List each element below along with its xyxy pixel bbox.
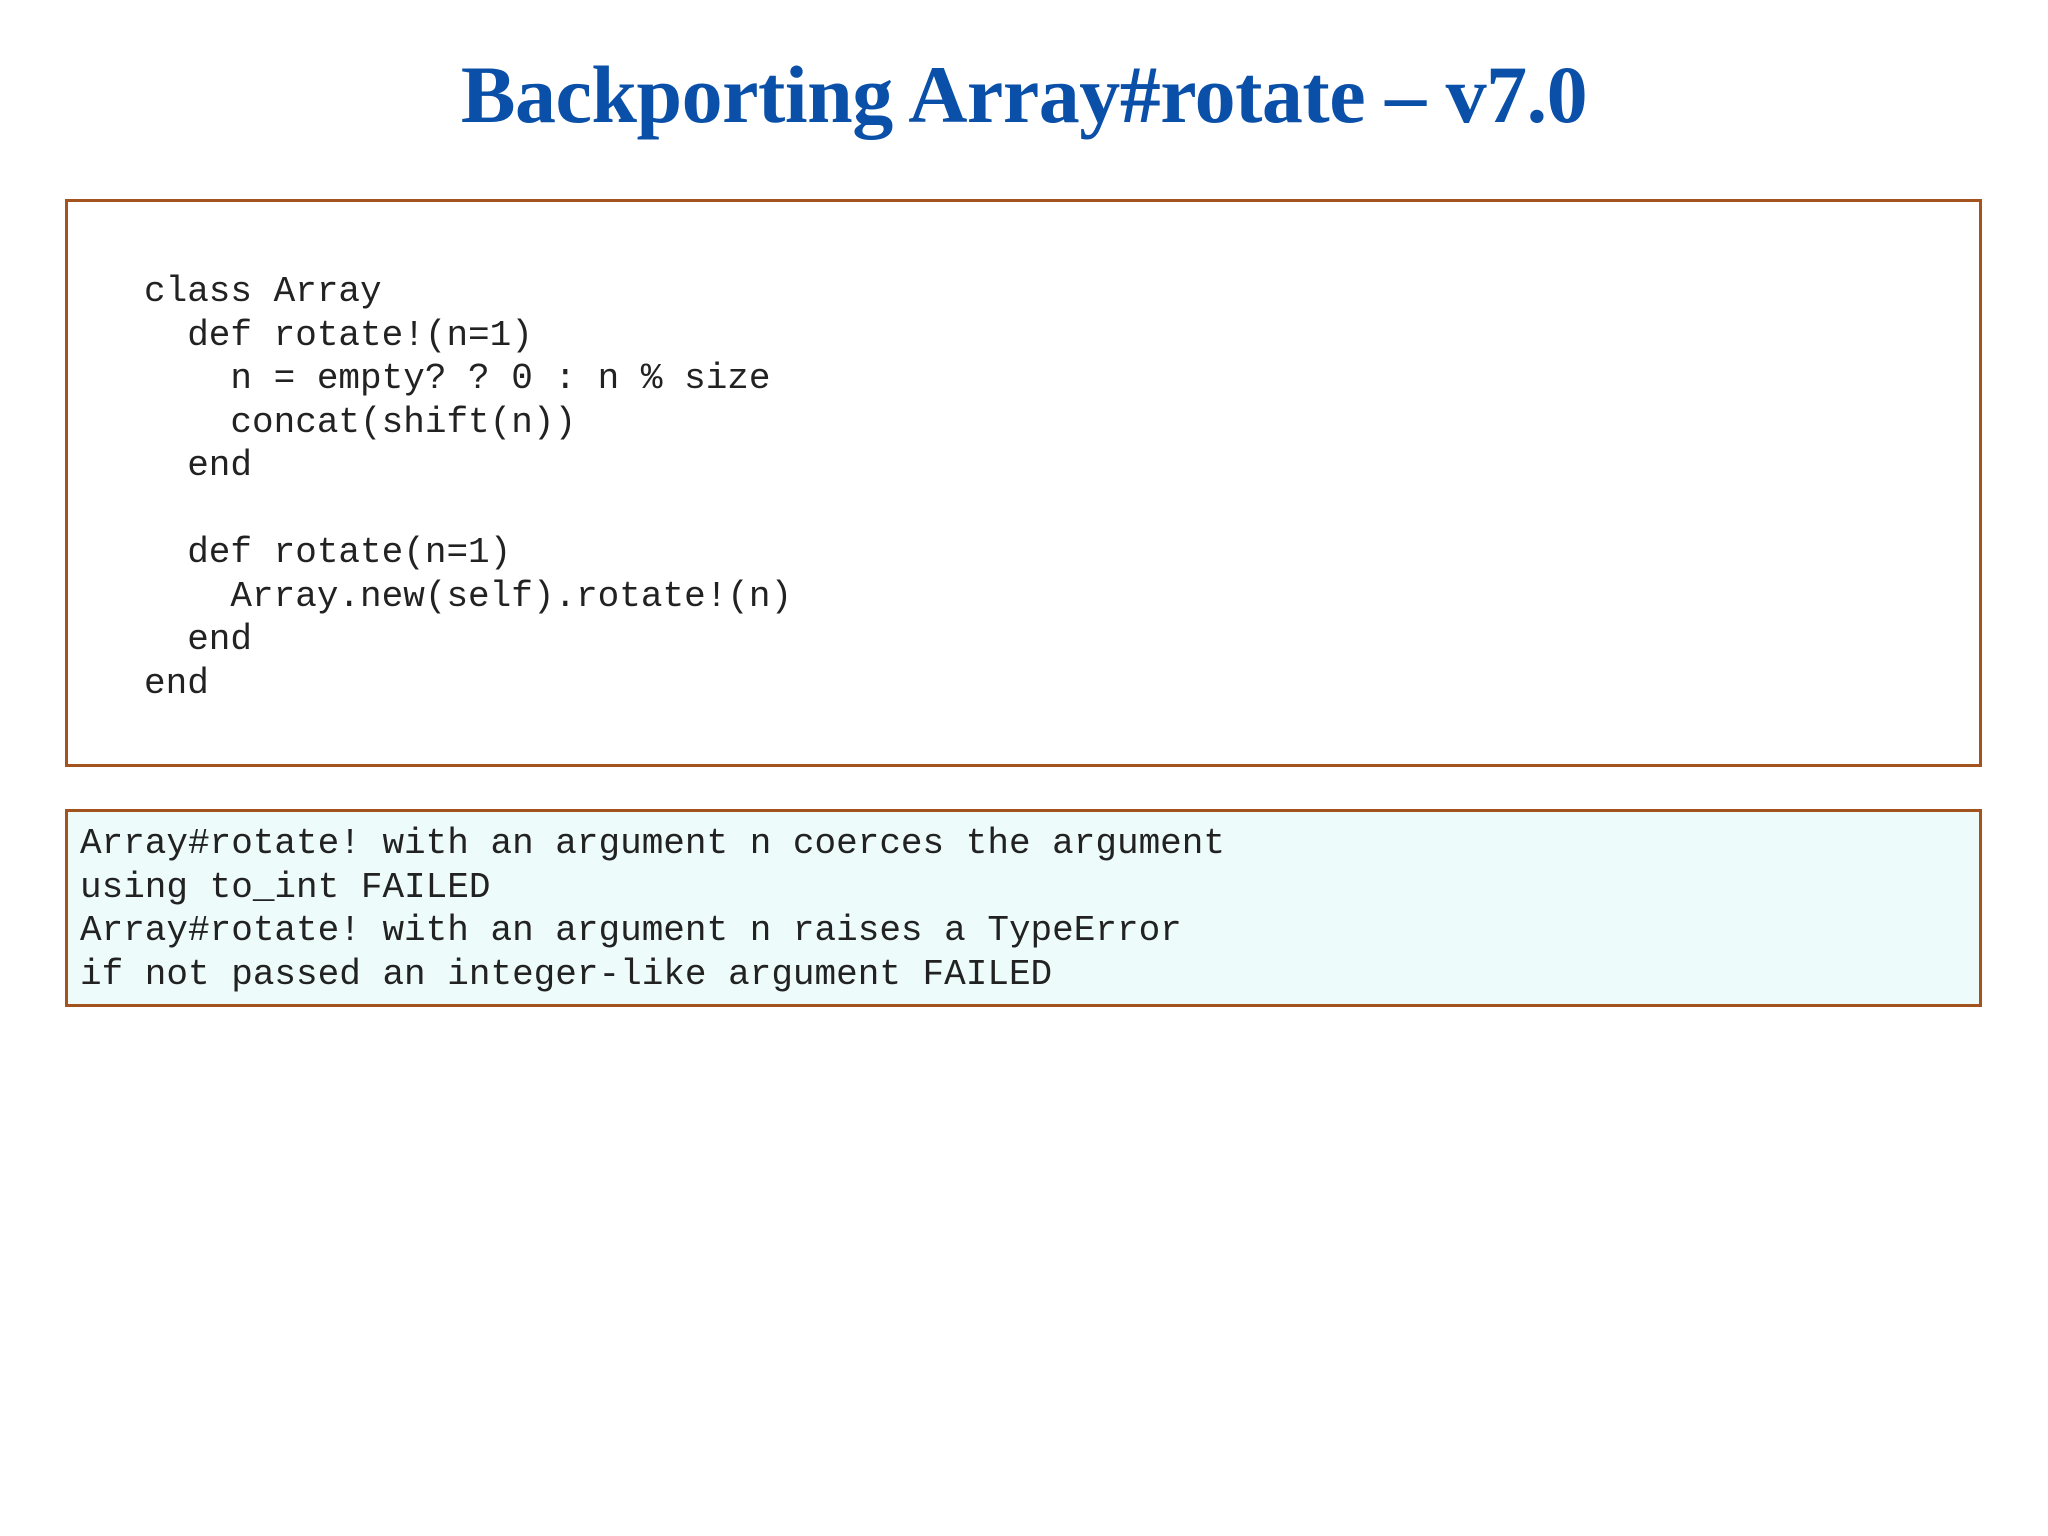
test-output-block: Array#rotate! with an argument n coerces… [65,809,1982,1007]
code-line: def rotate(n=1) [144,532,512,573]
code-line: class Array [144,271,382,312]
code-lines: class Array def rotate!(n=1) n = empty? … [144,270,792,705]
code-line: Array.new(self).rotate!(n) [144,575,793,617]
slide-title: Backporting Array#rotate – v7.0 [460,49,1588,140]
output-line: if not passed an integer-like argument F… [80,953,1053,995]
output-line: Array#rotate! with an argument n raises … [80,910,1182,951]
code-line: concat(shift(n)) [144,401,577,443]
code-line: end [144,619,253,660]
output-line: Array#rotate! with an argument n coerces… [80,823,1225,864]
output-line: using to_int FAILED [80,866,491,908]
code-line: end [144,445,253,486]
output-lines: Array#rotate! with an argument n coerces… [80,822,1225,996]
code-block: class Array def rotate!(n=1) n = empty? … [65,199,1982,767]
code-line: n = empty? ? 0 : n % size [144,358,771,399]
code-line-blank [144,488,792,532]
code-line: end [144,662,209,704]
code-line: def rotate!(n=1) [144,314,533,356]
